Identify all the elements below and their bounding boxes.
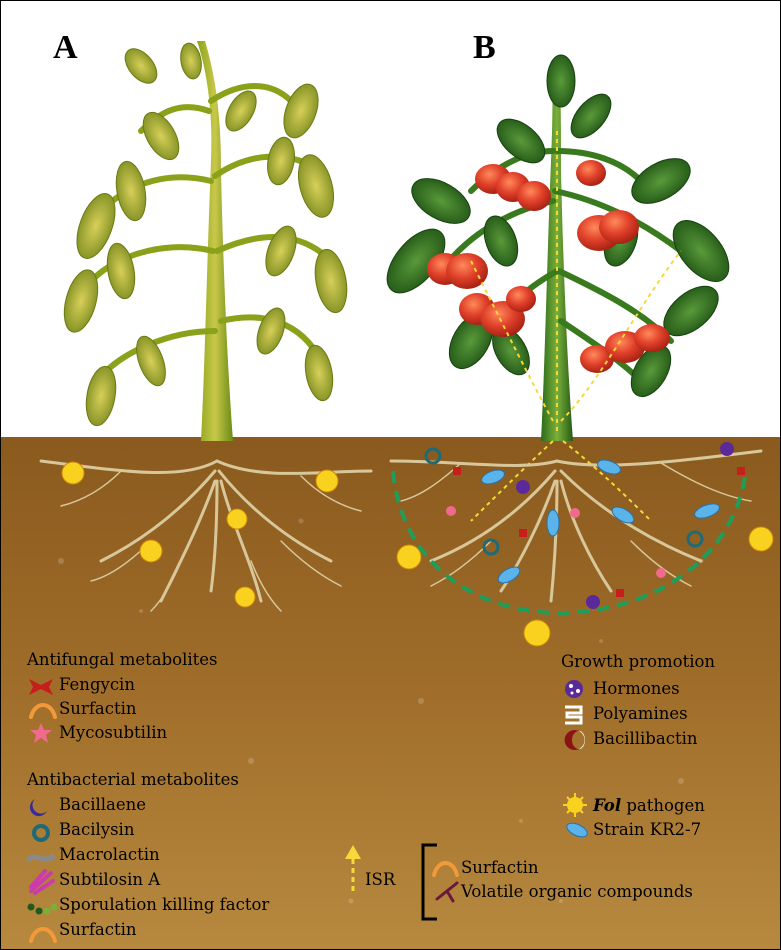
legend-subtilosin-a: Subtilosin A [59,869,160,891]
legend-label: Bacilysin [59,822,134,839]
legend-bacillibactin: Bacillibactin [593,728,698,750]
legend-mycosubtilin: Mycosubtilin [59,722,167,744]
antifungal-legend: Antifungal metabolites Fengycin Surfacti… [27,649,347,749]
legend-label: Subtilosin A [59,872,160,889]
legend-label: Polyamines [593,706,688,723]
legend-surfactin: Surfactin [59,698,137,720]
pathogen-name: Fol [593,798,621,815]
panel-label-b: B [473,29,496,67]
legend-sporulation-killing-factor: Sporulation killing factor [59,894,269,916]
legend-label: Mycosubtilin [59,725,167,742]
legend-fol-pathogen: Fol pathogen [593,795,773,817]
legend-label: Hormones [593,681,680,698]
legend-fengycin: Fengycin [59,674,135,696]
legend-surfactin: Surfactin [59,919,137,941]
legend-bacillaene: Bacillaene [59,794,146,816]
legend-macrolactin: Macrolactin [59,844,160,866]
isr-label: ISR [365,869,415,891]
legend-isr-voc: Volatile organic compounds [461,881,771,903]
legend-hormones: Hormones [593,678,680,700]
legend-label: Surfactin [59,701,137,718]
strain-label: Strain KR2-7 [593,819,701,841]
growth-legend: Growth promotion Hormones Polyamines Bac… [561,651,771,751]
legend-bacilysin: Bacilysin [59,819,134,841]
legend-label: Bacillaene [59,797,146,814]
antifungal-heading: Antifungal metabolites [27,649,218,671]
legend-strain: Strain KR2-7 [593,819,773,841]
legend-label: Fengycin [59,677,135,694]
legend-isr-surfactin: Surfactin [461,857,771,879]
legend-polyamines: Polyamines [593,703,688,725]
legend-label: Macrolactin [59,847,160,864]
growth-heading: Growth promotion [561,651,715,673]
pathogen-suffix: pathogen [621,798,705,815]
antibacterial-heading: Antibacterial metabolites [27,769,239,791]
legend-label: Surfactin [59,922,137,939]
panel-label-a: A [53,29,78,67]
legend-label: Sporulation killing factor [59,897,269,914]
antibacterial-legend: Antibacterial metabolites Bacillaene Bac… [27,769,387,949]
legend-label: Bacillibactin [593,731,698,748]
